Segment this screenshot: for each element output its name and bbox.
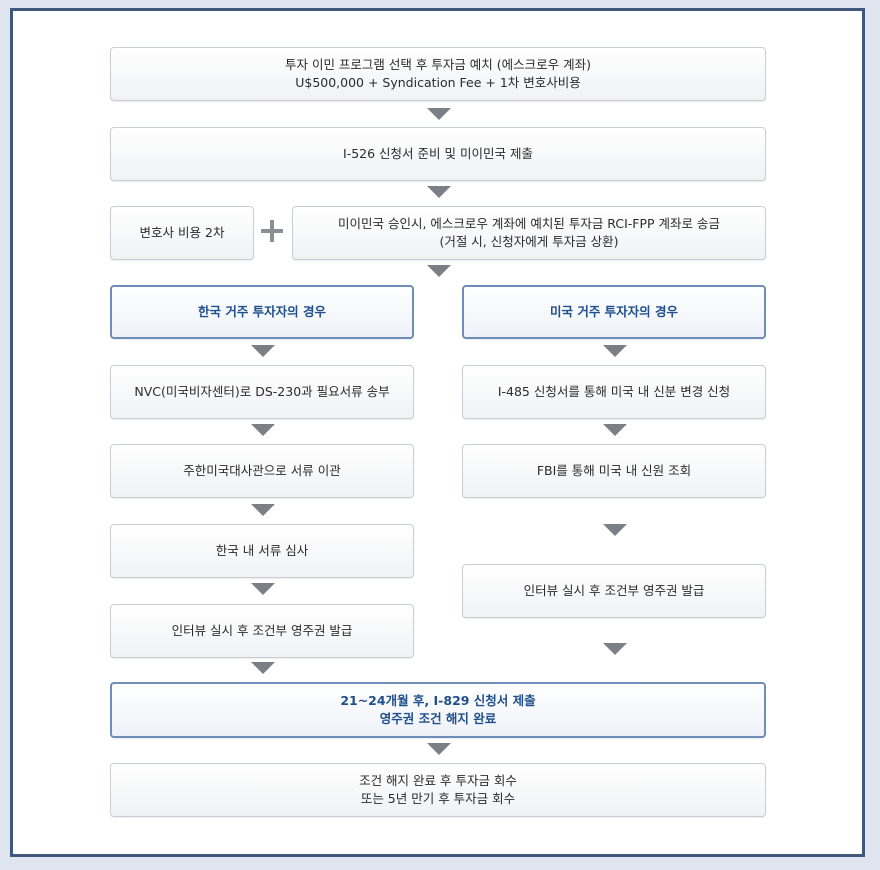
us-step-label: FBI를 통해 미국 내 신원 조회 <box>536 463 692 478</box>
korea-step-embassy: 주한미국대사관으로 서류 이관 <box>110 444 414 498</box>
arrow-down-icon <box>427 108 451 120</box>
arrow-down-icon <box>603 424 627 436</box>
arrow-down-icon <box>251 345 275 357</box>
step-escrow-deposit: 투자 이민 프로그램 선택 후 투자금 예치 (에스크로우 계좌) U$500,… <box>110 47 766 101</box>
korea-step-review: 한국 내 서류 심사 <box>110 524 414 578</box>
korea-branch-header: 한국 거주 투자자의 경우 <box>110 285 414 339</box>
arrow-down-icon <box>603 643 627 655</box>
step-escrow-line1: 투자 이민 프로그램 선택 후 투자금 예치 (에스크로우 계좌) <box>284 57 592 72</box>
step-i829-line2: 영주권 조건 해지 완료 <box>379 711 497 726</box>
step-i526-label: I-526 신청서 준비 및 미이민국 제출 <box>343 146 533 161</box>
plus-icon <box>259 218 285 244</box>
us-branch-header: 미국 거주 투자자의 경우 <box>462 285 766 339</box>
arrow-down-icon <box>251 662 275 674</box>
us-step-label: I-485 신청서를 통해 미국 내 신분 변경 신청 <box>497 384 731 399</box>
lawyer-fee-box: 변호사 비용 2차 <box>110 206 254 260</box>
arrow-down-icon <box>251 504 275 516</box>
korea-step-nvc: NVC(미국비자센터)로 DS-230과 필요서류 송부 <box>110 365 414 419</box>
arrow-down-icon <box>427 743 451 755</box>
us-step-i485: I-485 신청서를 통해 미국 내 신분 변경 신청 <box>462 365 766 419</box>
step-transfer-line2: (거절 시, 신청자에게 투자금 상환) <box>439 234 619 249</box>
arrow-down-icon <box>427 186 451 198</box>
korea-step-label: NVC(미국비자센터)로 DS-230과 필요서류 송부 <box>134 384 390 399</box>
us-branch-title: 미국 거주 투자자의 경우 <box>549 304 679 319</box>
us-step-label: 인터뷰 실시 후 조건부 영주권 발급 <box>523 583 705 598</box>
step-fund-transfer: 미이민국 승인시, 에스크로우 계좌에 예치된 투자금 RCI-FPP 계좌로 … <box>292 206 766 260</box>
step-i829-removal: 21~24개월 후, I-829 신청서 제출 영주권 조건 해지 완료 <box>110 682 766 738</box>
arrow-down-icon <box>603 524 627 536</box>
arrow-down-icon <box>603 345 627 357</box>
step-return-line2: 또는 5년 만기 후 투자금 회수 <box>360 791 516 806</box>
korea-step-label: 한국 내 서류 심사 <box>215 543 309 558</box>
step-fund-return: 조건 해지 완료 후 투자금 회수 또는 5년 만기 후 투자금 회수 <box>110 763 766 817</box>
lawyer-fee-label: 변호사 비용 2차 <box>139 225 225 240</box>
step-transfer-line1: 미이민국 승인시, 에스크로우 계좌에 예치된 투자금 RCI-FPP 계좌로 … <box>337 216 720 231</box>
korea-step-interview: 인터뷰 실시 후 조건부 영주권 발급 <box>110 604 414 658</box>
step-escrow-line2: U$500,000 + Syndication Fee + 1차 변호사비용 <box>295 75 581 90</box>
arrow-down-icon <box>427 265 451 277</box>
step-i526-filing: I-526 신청서 준비 및 미이민국 제출 <box>110 127 766 181</box>
korea-step-label: 인터뷰 실시 후 조건부 영주권 발급 <box>171 623 353 638</box>
us-step-fbi: FBI를 통해 미국 내 신원 조회 <box>462 444 766 498</box>
step-return-line1: 조건 해지 완료 후 투자금 회수 <box>359 773 517 788</box>
korea-branch-title: 한국 거주 투자자의 경우 <box>197 304 327 319</box>
korea-step-label: 주한미국대사관으로 서류 이관 <box>183 463 341 478</box>
arrow-down-icon <box>251 583 275 595</box>
step-i829-line1: 21~24개월 후, I-829 신청서 제출 <box>340 693 536 708</box>
arrow-down-icon <box>251 424 275 436</box>
us-step-interview: 인터뷰 실시 후 조건부 영주권 발급 <box>462 564 766 618</box>
